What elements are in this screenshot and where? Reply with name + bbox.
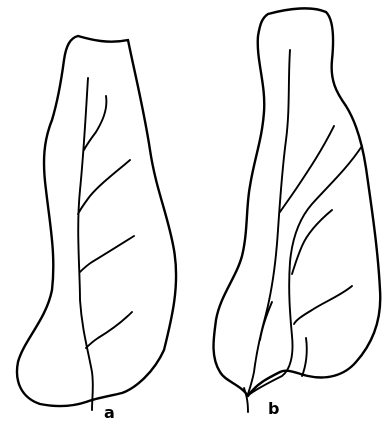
basin-b-tributary-3 — [294, 286, 352, 324]
basin-a-tributary-4 — [86, 312, 132, 348]
basin-b-outlet — [244, 388, 248, 412]
basin-b-tributary-5 — [302, 338, 307, 376]
panel-a: a — [17, 36, 176, 422]
basin-b-tributary-4 — [260, 302, 272, 340]
panel-b-label: b — [268, 399, 279, 418]
panel-b: b — [214, 8, 381, 418]
basin-a-tributary-2 — [78, 160, 130, 214]
basin-b-tributary-1 — [280, 126, 334, 212]
basin-b-outline — [214, 8, 381, 396]
basin-a-outline — [17, 36, 176, 406]
basin-a-tributary-3 — [80, 236, 134, 272]
panel-a-label: a — [104, 403, 115, 422]
basin-b-tributary-2 — [292, 210, 332, 274]
basin-a-main-stream — [78, 78, 93, 410]
basin-b-main-stream-left — [248, 50, 290, 394]
